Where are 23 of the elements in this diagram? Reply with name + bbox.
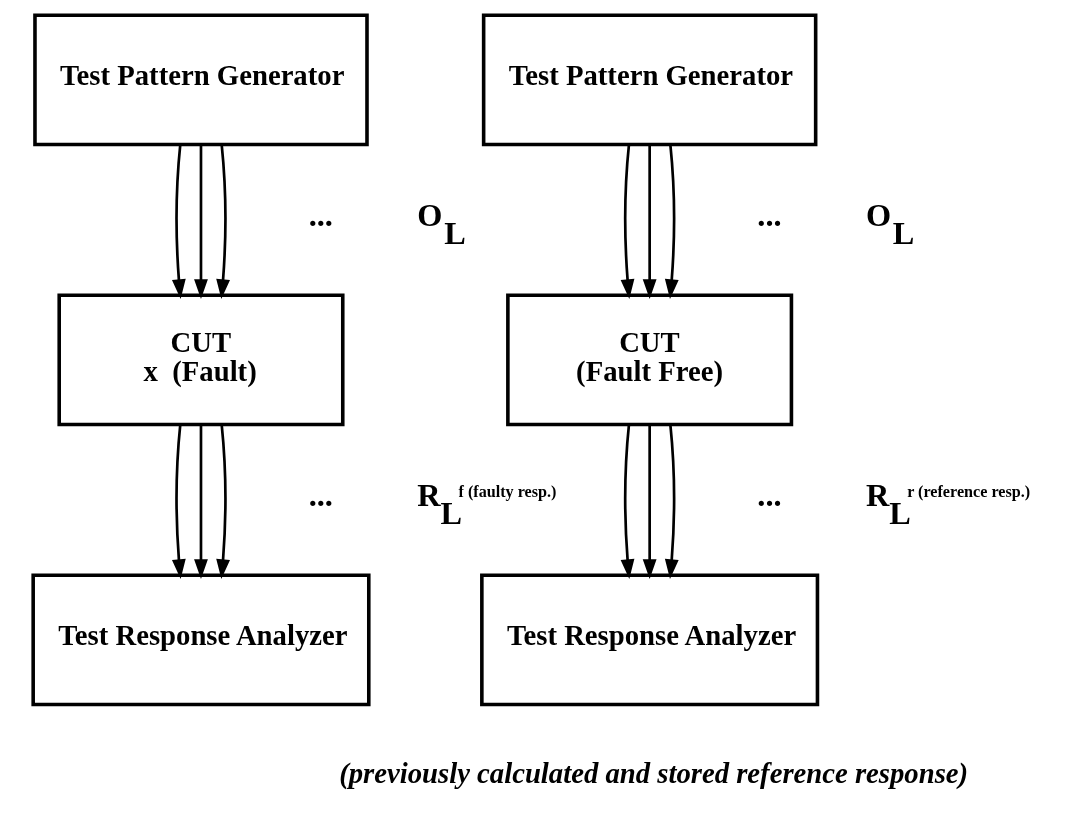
arrow [171,424,186,579]
arrow [171,144,186,299]
arrow [664,424,679,579]
arrow [216,424,230,579]
arrow [620,424,635,579]
node-box: CUT (Fault Free) [506,293,794,427]
node-box: CUT x (Fault) [57,293,345,427]
arrow [642,425,657,579]
node-box: Test Pattern Generator [481,13,818,147]
arrow [194,425,208,579]
node-box: Test Response Analyzer [480,573,820,707]
arrow [664,144,679,299]
arrow [194,145,208,299]
node-label: (previously calculated and stored reference response) [339,757,969,790]
label: ... [757,196,782,233]
arrow [642,145,657,299]
label: ... [757,476,782,513]
label: ... [308,476,333,513]
node-box: Test Response Analyzer [31,573,371,707]
arrow [620,144,635,299]
node-box: Test Pattern Generator [33,13,369,147]
label: ... [308,196,333,233]
arrow [216,144,230,299]
